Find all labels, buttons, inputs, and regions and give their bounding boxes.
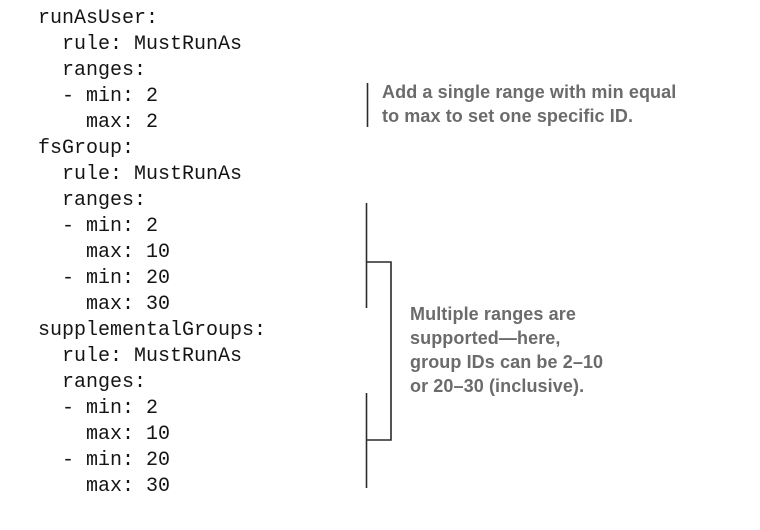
yaml-code-listing: runAsUser: rule: MustRunAs ranges: - min… [38,7,267,498]
annotation-multiple-ranges: Multiple ranges are supported—here, grou… [410,304,604,396]
annotation-single-range: Add a single range with min equal to max… [382,82,677,126]
multiple-ranges-bracket [366,261,392,441]
